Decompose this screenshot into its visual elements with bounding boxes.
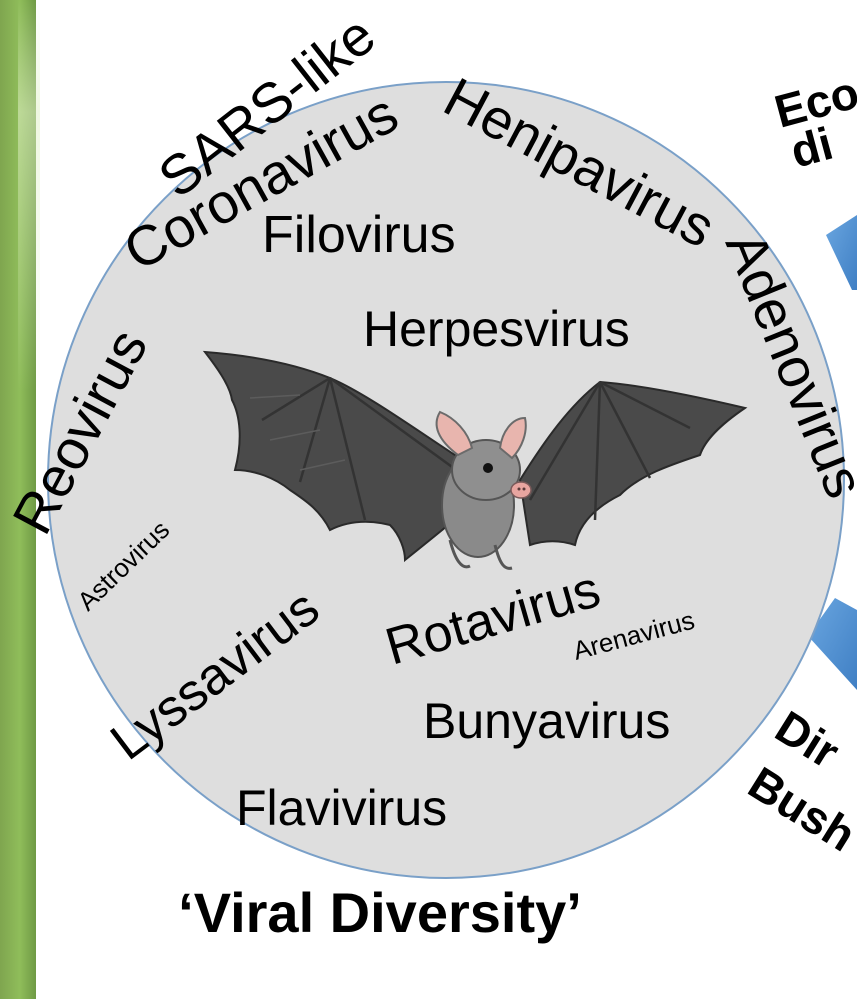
label-bunyavirus: Bunyavirus [423, 693, 670, 749]
arrow-top [826, 215, 857, 290]
label-filovirus: Filovirus [262, 206, 456, 264]
label-flavivirus: Flavivirus [236, 780, 447, 836]
label-bush: Bush [740, 756, 857, 861]
label-herpesvirus: Herpesvirus [363, 301, 630, 357]
viral-diversity-title: ‘Viral Diversity’ [0, 880, 760, 945]
label-di: di [785, 117, 838, 178]
